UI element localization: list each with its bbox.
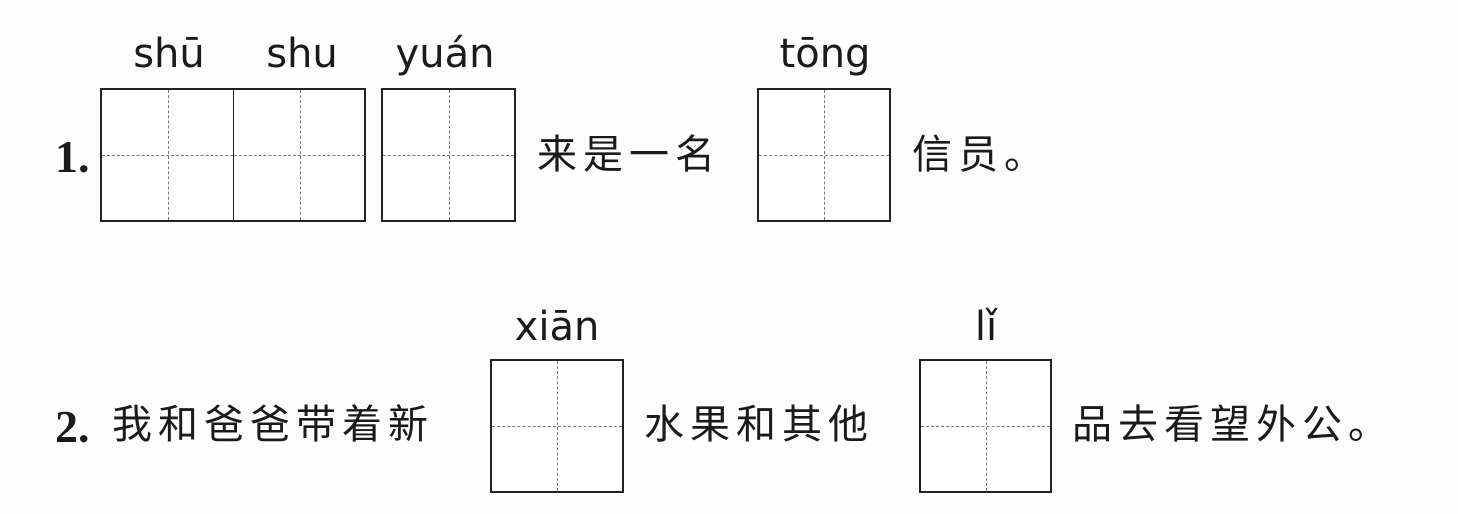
pinyin-shu: shu	[266, 31, 338, 77]
pinyin-li: lǐ	[974, 304, 998, 350]
answer-box-xian[interactable]	[490, 359, 624, 493]
grid-cell	[102, 90, 233, 220]
question-2-text-a: 我和爸爸带着新	[112, 402, 434, 448]
pinyin-xian: xiān	[514, 304, 600, 350]
answer-box-li[interactable]	[919, 359, 1052, 493]
grid-cell	[759, 90, 889, 220]
grid-cell	[383, 90, 514, 220]
question-2-text-b: 水果和其他	[644, 402, 874, 448]
question-1-number: 1.	[55, 131, 90, 182]
pinyin-yuan: yuán	[395, 31, 495, 77]
pinyin-tong: tōng	[779, 31, 871, 77]
question-1-text-a: 来是一名	[537, 132, 721, 178]
grid-cell	[233, 90, 365, 220]
question-1-text-b: 信员。	[912, 132, 1050, 178]
pinyin-shu1: shū	[133, 31, 205, 77]
grid-cell	[921, 361, 1050, 491]
answer-box-shushu[interactable]	[100, 88, 366, 222]
answer-box-tong[interactable]	[757, 88, 891, 222]
answer-box-yuan[interactable]	[381, 88, 516, 222]
grid-cell	[492, 361, 622, 491]
question-2-text-c: 品去看望外公。	[1072, 402, 1394, 448]
question-2-number: 2.	[55, 401, 90, 452]
